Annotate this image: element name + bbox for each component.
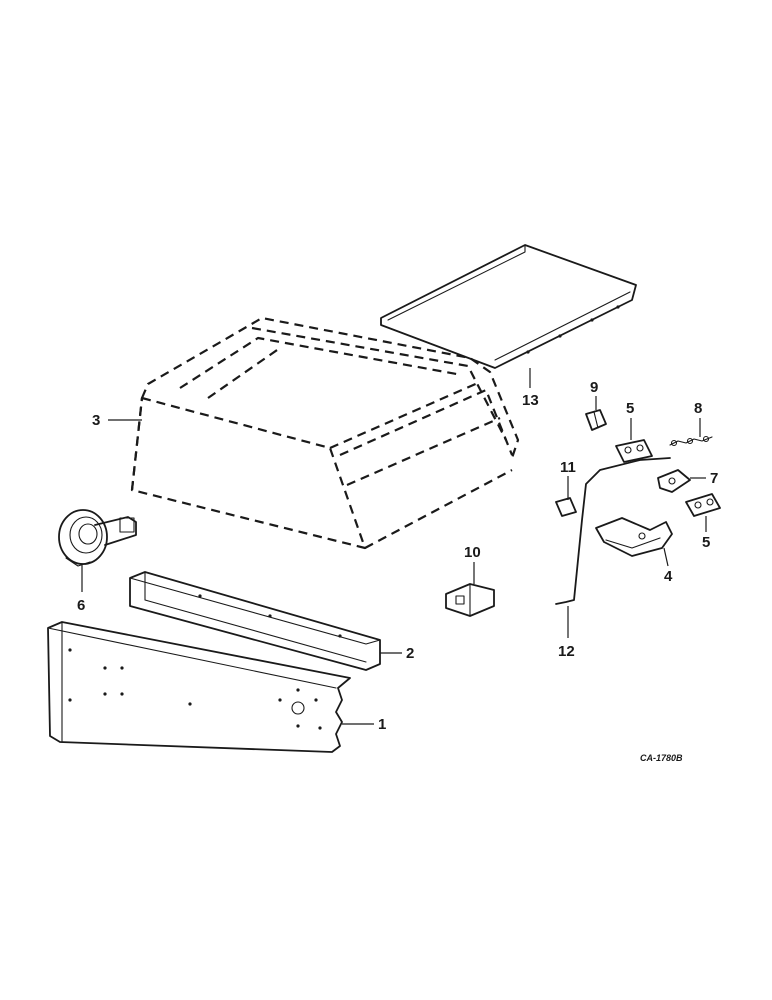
callout-4: 4 xyxy=(664,568,673,585)
callout-3: 3 xyxy=(92,412,100,429)
callout-2: 2 xyxy=(406,645,414,662)
part-6-round-cover xyxy=(58,509,137,567)
part-7-latch xyxy=(657,469,691,493)
part-4-bracket xyxy=(595,517,673,557)
part-11-block xyxy=(555,497,577,517)
callout-11: 11 xyxy=(560,459,576,476)
part-9-clip xyxy=(585,409,607,431)
part-8-chain xyxy=(669,435,713,447)
callout-1: 1 xyxy=(378,716,386,733)
part-12-rod xyxy=(555,457,671,605)
callout-5-lower: 5 xyxy=(702,534,710,551)
part-13-top-panel xyxy=(380,244,637,369)
callout-10: 10 xyxy=(464,544,481,561)
callout-13: 13 xyxy=(522,392,539,409)
part-1-side-panel xyxy=(47,621,351,753)
callout-7: 7 xyxy=(710,470,718,487)
drawing-code: CA-1780B xyxy=(640,753,683,763)
part-5-latch-plate-lower xyxy=(685,493,721,517)
part-2-channel-rail xyxy=(129,571,381,671)
part-3-hood-outline xyxy=(130,316,520,550)
callout-9: 9 xyxy=(590,379,598,396)
part-10-housing xyxy=(445,583,495,617)
leader-lines xyxy=(81,368,707,725)
callout-8: 8 xyxy=(694,400,702,417)
callout-labels: 1 2 3 4 5 5 6 7 8 9 10 11 12 13 CA-1780B xyxy=(77,379,718,763)
callout-5-upper: 5 xyxy=(626,400,634,417)
callout-6: 6 xyxy=(77,597,85,614)
part-5-latch-plate-upper xyxy=(615,439,653,463)
callout-12: 12 xyxy=(558,643,575,660)
